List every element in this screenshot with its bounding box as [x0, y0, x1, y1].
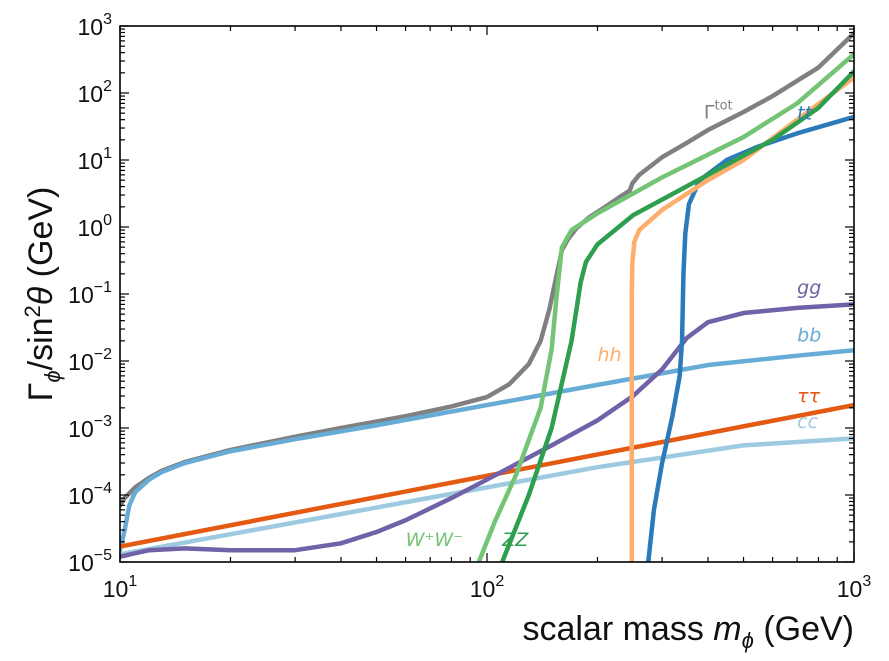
y-tick-label: 102: [78, 78, 113, 107]
series-label-cc: cc: [797, 411, 818, 433]
curve-hh: [629, 75, 854, 562]
y-axis-title: Γϕ/sin2θ (GeV): [20, 187, 65, 402]
ticks-layer: [119, 25, 855, 563]
y-tick-label: 10−2: [68, 346, 112, 375]
curve-tautau: [120, 402, 854, 549]
x-tick-label: 103: [837, 573, 872, 602]
curve-cc: [120, 436, 854, 557]
series-labels-layer: Γtot bb ττ cc gg tt hhW⁺W⁻ ZZ: [406, 98, 822, 551]
y-tick-label: 10−3: [68, 413, 112, 442]
tick-labels-layer: 101 102 103 10−5 10−4 10−3 10−2 10−1 100 101 102 10…: [68, 11, 871, 602]
series-label-bb: bb: [797, 325, 821, 347]
curve-total: [120, 30, 854, 508]
y-tick-label: 103: [78, 11, 113, 40]
y-tick-label: 10−1: [68, 279, 112, 308]
curve-ZZ: [499, 69, 854, 562]
y-tick-label: 101: [78, 145, 113, 174]
series-label-WW: W⁺W⁻: [406, 529, 464, 551]
curves-layer: [120, 30, 854, 562]
x-tick-label: 102: [470, 573, 505, 602]
y-tick-label: 100: [78, 212, 113, 241]
curve-WW: [476, 51, 854, 562]
series-label-tt: tt: [797, 102, 813, 124]
curve-tt: [645, 114, 854, 562]
y-tick-label: 10−4: [68, 480, 112, 509]
series-label-hh: hh: [597, 344, 621, 366]
x-axis-title: scalar mass mϕ (GeV): [522, 610, 854, 653]
series-label-ZZ: ZZ: [501, 529, 529, 551]
series-label-tautau: ττ: [797, 385, 820, 407]
y-tick-label: 10−5: [68, 547, 112, 576]
series-label-gg: gg: [797, 277, 821, 299]
curve-gg: [120, 302, 854, 559]
x-tick-label: 101: [103, 573, 138, 602]
series-label-total: Γtot: [704, 98, 733, 123]
curve-bb: [120, 347, 854, 553]
